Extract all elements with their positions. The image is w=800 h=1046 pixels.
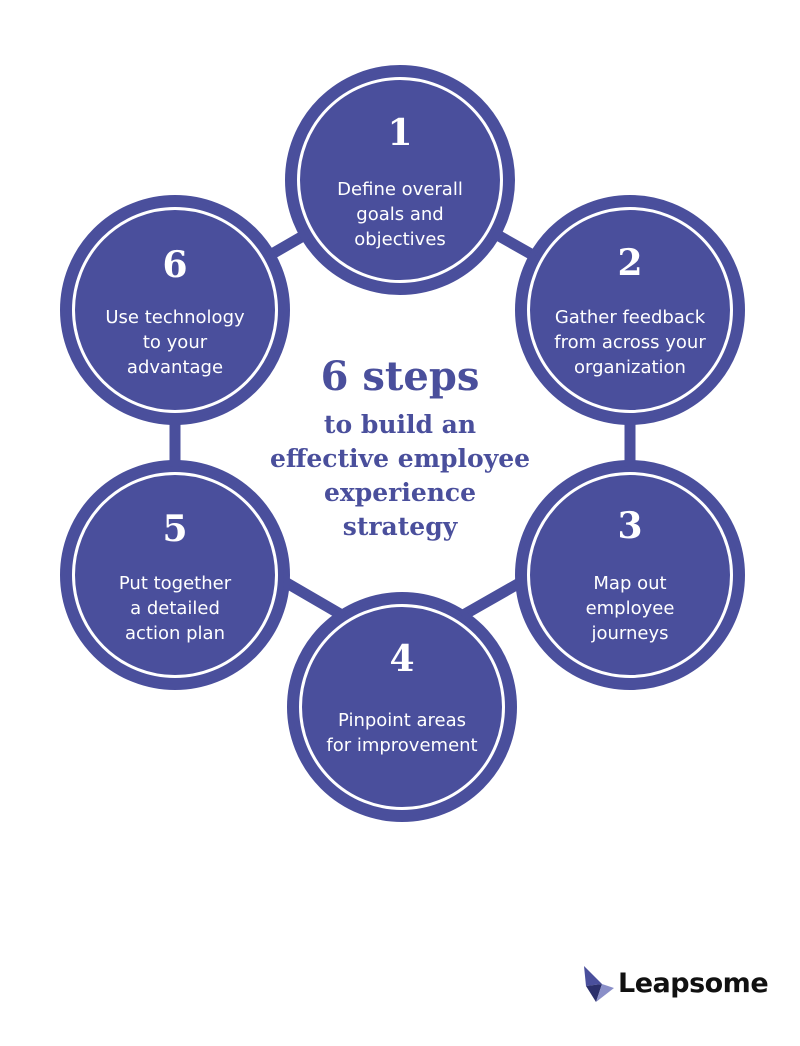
center-subtitle-line-3: experience	[323, 478, 477, 507]
step-5-line-1: Put together	[118, 573, 232, 594]
step-5-line-2: a detailed	[130, 598, 220, 619]
step-2-line-3: organization	[574, 357, 686, 378]
step-4-circle: 4 Pinpoint areas for improvement	[287, 592, 517, 822]
leapsome-wordmark: Leapsome	[618, 968, 769, 999]
step-4-label: Pinpoint areas for improvement	[305, 708, 499, 758]
step-2-ring	[527, 207, 733, 413]
center-heading: 6 steps	[320, 353, 480, 400]
step-6-ring	[72, 207, 278, 413]
leapsome-logo: Leapsome	[582, 964, 769, 1004]
step-3-line-1: Map out	[593, 573, 667, 594]
center-subtitle-line-4: strategy	[342, 512, 458, 541]
step-6-line-1: Use technology	[105, 307, 245, 328]
center-subtitle: to build an effective employee experienc…	[250, 408, 550, 544]
step-1-circle: 1 Define overall goals and objectives	[285, 65, 515, 295]
leapsome-bird-icon	[584, 966, 614, 1002]
step-3-line-2: employee	[585, 598, 675, 619]
step-5-number: 5	[162, 508, 188, 550]
step-3-number: 3	[617, 505, 643, 547]
step-6-line-2: to your	[142, 332, 208, 353]
step-3-circle: 3 Map out employee journeys	[515, 460, 745, 690]
step-1-label: Define overall goals and objectives	[309, 177, 491, 252]
step-6-line-3: advantage	[126, 357, 224, 378]
step-3-line-3: journeys	[591, 623, 669, 644]
step-2-number: 2	[617, 242, 643, 284]
step-5-label: Put together a detailed action plan	[84, 571, 266, 646]
step-1-line-2: goals and	[356, 204, 444, 225]
step-5-circle: 5 Put together a detailed action plan	[60, 460, 290, 690]
step-2-circle: 2 Gather feedback from across your organ…	[515, 195, 745, 425]
step-1-ring	[297, 77, 503, 283]
step-5-ring	[72, 472, 278, 678]
step-4-line-1: Pinpoint areas	[337, 710, 466, 731]
step-6-label: Use technology to your advantage	[78, 305, 272, 380]
step-6-number: 6	[162, 244, 188, 286]
step-1-line-1: Define overall	[337, 179, 463, 200]
step-2-line-1: Gather feedback	[554, 307, 706, 328]
step-3-label: Map out employee journeys	[539, 571, 721, 646]
step-6-circle: 6 Use technology to your advantage	[60, 195, 290, 425]
step-4-number: 4	[389, 638, 415, 680]
step-3-ring	[527, 472, 733, 678]
step-4-ring	[299, 604, 505, 810]
step-1-line-3: objectives	[354, 229, 446, 250]
center-subtitle-line-1: to build an	[323, 410, 477, 439]
step-1-number: 1	[387, 112, 413, 154]
step-4-line-2: for improvement	[326, 735, 478, 756]
step-5-line-3: action plan	[125, 623, 225, 644]
step-2-line-2: from across your	[554, 332, 706, 353]
center-subtitle-line-2: effective employee	[269, 444, 531, 473]
step-2-label: Gather feedback from across your organiz…	[531, 305, 729, 380]
